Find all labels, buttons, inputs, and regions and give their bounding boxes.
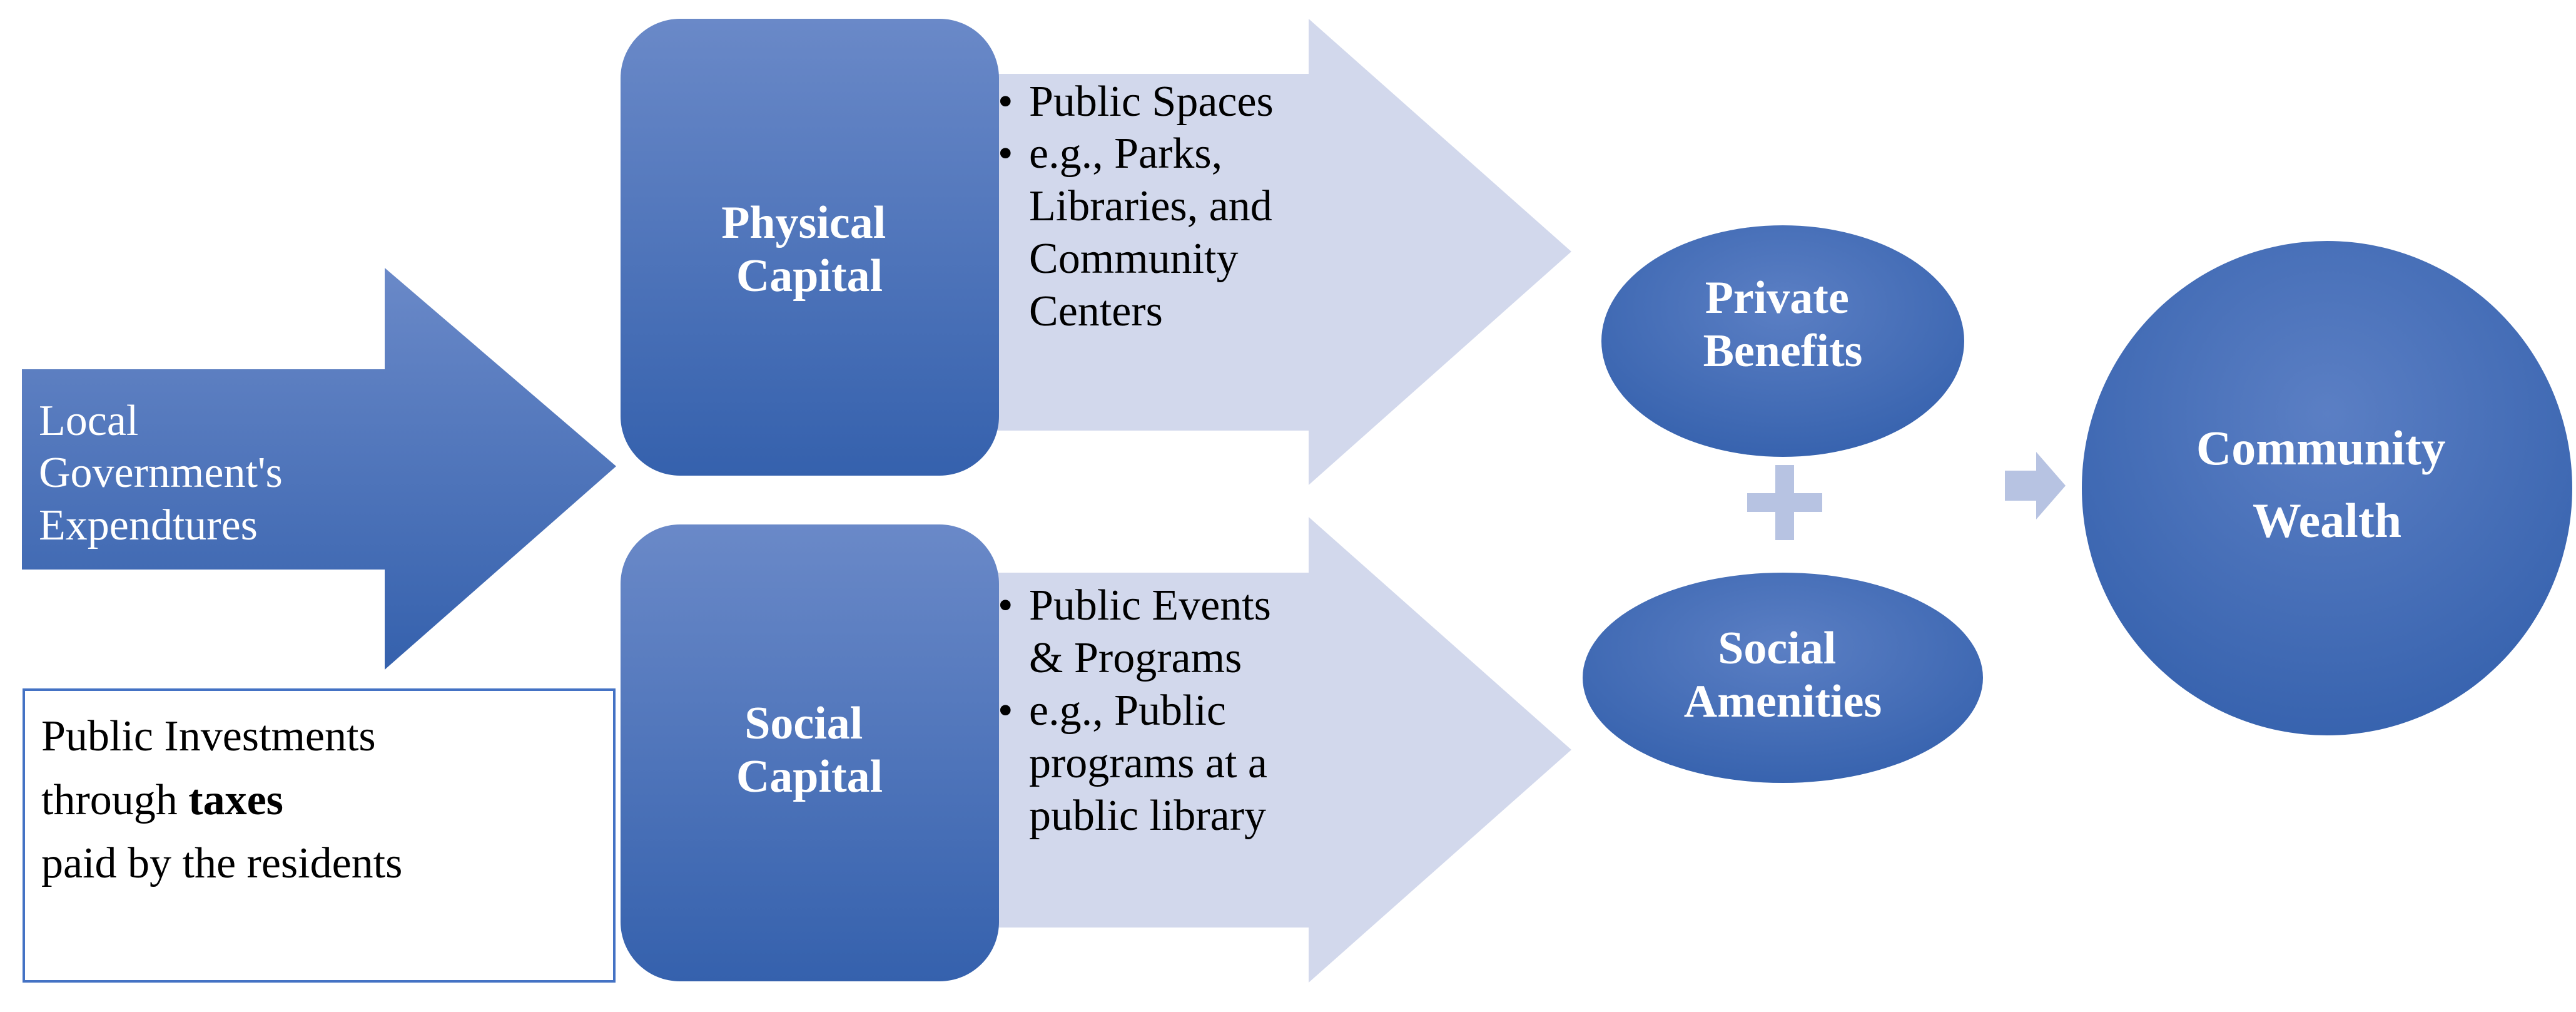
physical-capital-box — [621, 19, 999, 476]
community-wealth-circle — [2082, 241, 2572, 735]
private-benefits-label: Private Benefits — [1703, 272, 1863, 377]
plus-icon — [1747, 465, 1822, 540]
note-line-2-prefix: through — [41, 775, 189, 824]
note-taxes-bold: taxes — [188, 775, 283, 824]
social-bullet-1: Public Events & Programs — [1029, 581, 1282, 682]
social-bullet-2: e.g., Public programs at a public librar… — [1029, 687, 1278, 840]
bullet-dot: • — [998, 78, 1013, 126]
social-capital-box — [621, 524, 999, 981]
community-wealth-label: Community Wealth — [2196, 421, 2458, 548]
bullet-dot: • — [998, 130, 1013, 178]
expenditure-arrow — [22, 268, 616, 670]
social-amenities-ellipse — [1583, 573, 1983, 783]
note-line-1: Public Investments — [41, 712, 376, 760]
social-capital-title: Social Capital — [736, 698, 883, 802]
note-line-3: paid by the residents — [41, 839, 403, 887]
bullet-dot: • — [998, 581, 1013, 630]
physical-bullet-2: e.g., Parks, Libraries, and Community Ce… — [1029, 130, 1283, 335]
taxes-note-box: Public Investments through taxes paid by… — [23, 688, 616, 983]
physical-bullet-1: Public Spaces — [1029, 78, 1274, 126]
social-capital-arrow — [938, 517, 1571, 983]
expenditure-label: Local Government's Expendtures — [39, 397, 293, 549]
bullet-dot: • — [998, 687, 1013, 735]
physical-capital-arrow — [938, 19, 1571, 485]
note-line-2: through taxes — [41, 769, 597, 832]
small-arrow-icon — [2005, 452, 2066, 519]
private-benefits-ellipse — [1601, 225, 1964, 457]
social-amenities-label: Social Amenities — [1684, 623, 1882, 727]
physical-capital-title: Physical Capital — [721, 197, 898, 302]
